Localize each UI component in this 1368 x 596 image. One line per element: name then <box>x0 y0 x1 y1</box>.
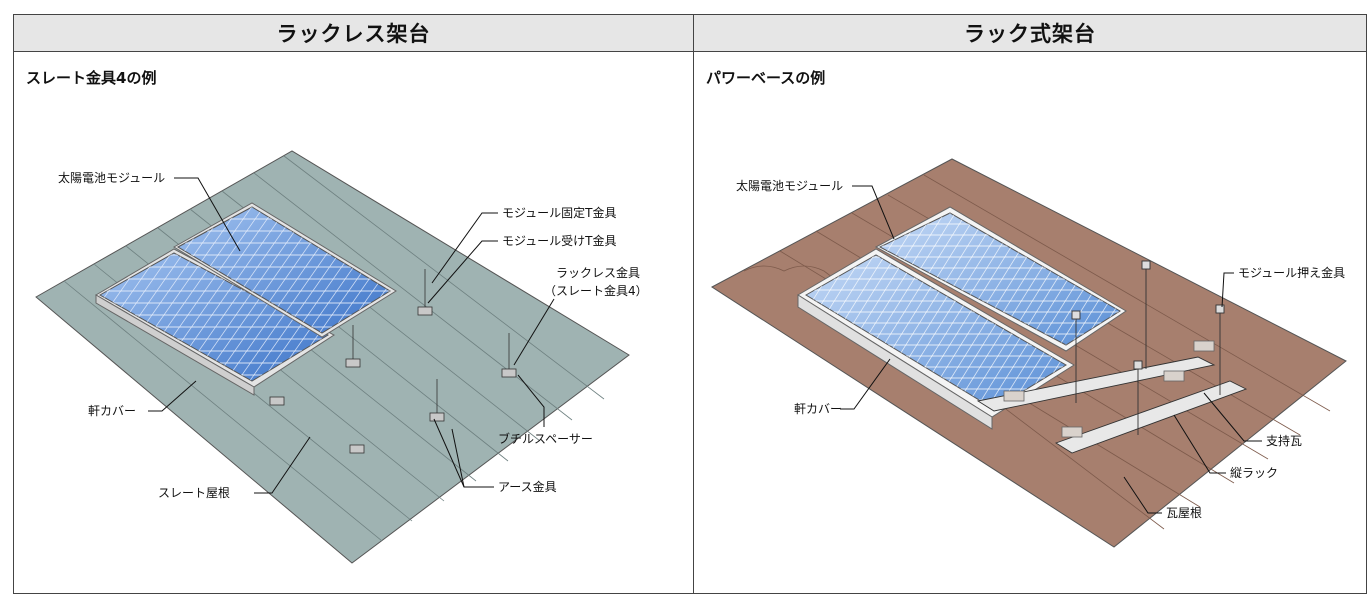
leader-rackless <box>513 298 555 366</box>
solar-modules-rack <box>797 206 1127 430</box>
rack-structure <box>976 260 1248 454</box>
rack-illustration: 太陽電池モジュール モジュール押え金具 軒カバー 支持瓦 縦ラック 瓦屋根 <box>711 158 1347 548</box>
label-eaves-rack: 軒カバー <box>794 402 842 416</box>
leader-eaves-rack <box>840 358 891 410</box>
label-butyl: ブチルスペーサー <box>498 431 593 446</box>
rack-subtitle: パワーベースの例 <box>706 69 826 87</box>
rack-panel: ラック式架台 パワーベースの例 <box>694 15 1366 593</box>
label-rack: 縦ラック <box>1230 466 1278 480</box>
label-slate-roof: スレート屋根 <box>158 486 230 500</box>
label-rackless-2: （スレート金具4） <box>544 283 648 298</box>
leader-rack <box>1173 414 1226 474</box>
solar-modules <box>95 202 397 396</box>
rackless-illustration: 太陽電池モジュール モジュール固定T金具 モジュール受けT金具 ラックレス金具 … <box>35 150 648 564</box>
label-module: 太陽電池モジュール <box>58 170 165 185</box>
leader-butyl <box>517 374 545 427</box>
leader-receive-t <box>427 240 498 304</box>
leader-tile-roof <box>1123 476 1162 514</box>
rackless-header: ラックレス架台 <box>14 15 693 52</box>
rackless-brackets <box>269 269 517 454</box>
rackless-subtitle: スレート金具4の例 <box>26 69 157 87</box>
leader-fixed-t <box>431 212 498 284</box>
figure-frame: ラックレス架台 スレート金具4の例 <box>13 14 1367 594</box>
label-earth: アース金具 <box>498 479 557 494</box>
label-clamp: モジュール押え金具 <box>1238 265 1345 280</box>
label-support-tile: 支持瓦 <box>1266 433 1302 448</box>
leader-module-rack <box>852 185 895 240</box>
leader-support-tile <box>1203 392 1262 442</box>
rack-header: ラック式架台 <box>694 15 1366 52</box>
label-module-rack: 太陽電池モジュール <box>736 178 843 193</box>
label-fixed-t: モジュール固定T金具 <box>502 205 617 220</box>
label-receive-t: モジュール受けT金具 <box>502 233 617 248</box>
leader-slate-roof <box>254 436 311 494</box>
label-eaves: 軒カバー <box>88 404 136 418</box>
leader-clamp <box>1221 272 1234 308</box>
leader-eaves <box>148 380 197 412</box>
leader-module <box>174 177 241 252</box>
label-rackless-1: ラックレス金具 <box>556 265 640 280</box>
support-tiles <box>1003 340 1215 438</box>
rackless-panel: ラックレス架台 スレート金具4の例 <box>14 15 694 593</box>
label-tile-roof: 瓦屋根 <box>1166 506 1202 520</box>
